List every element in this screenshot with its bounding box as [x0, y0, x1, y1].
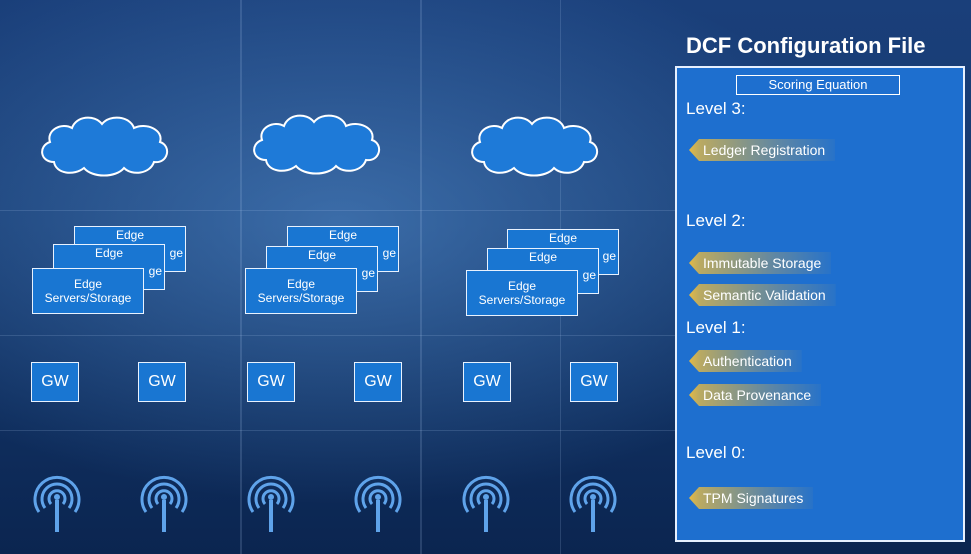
level-item-tag: Immutable Storage [689, 252, 832, 274]
edge-box-label: ge [361, 266, 375, 280]
edge-box-label: Edge [548, 231, 578, 245]
gateway-box: GW [138, 362, 186, 402]
antenna-icon [140, 475, 188, 532]
background-line [240, 0, 242, 554]
level-item-tag: Data Provenance [689, 384, 822, 406]
antenna-icon [247, 475, 295, 532]
edge-box-label: Edge [94, 246, 124, 260]
edge-server-box: Edge Servers/Storage [245, 268, 357, 314]
level-item-tag: Authentication [689, 350, 802, 372]
cloud-icon [41, 116, 169, 177]
antenna-icon [462, 475, 510, 532]
gateway-box: GW [247, 362, 295, 402]
antenna-icon [33, 475, 81, 532]
edge-box-label: Edge [286, 277, 316, 291]
gateway-box: GW [570, 362, 618, 402]
gateway-box: GW [354, 362, 402, 402]
level-heading: Level 3: [686, 99, 746, 118]
antenna-icon [569, 475, 617, 532]
edge-box-label: Servers/Storage [44, 291, 132, 305]
scoring-equation-box: Scoring Equation [736, 75, 900, 95]
edge-box-label: Servers/Storage [478, 293, 566, 307]
gateway-box: GW [31, 362, 79, 402]
gateway-box: GW [463, 362, 511, 402]
antenna-icon [354, 475, 402, 532]
edge-box-label: ge [169, 246, 183, 260]
panel-title: DCF Configuration File [686, 33, 926, 58]
level-item-tag: Semantic Validation [689, 284, 836, 306]
edge-box-label: Edge [115, 228, 145, 242]
level-item-tag: Ledger Registration [689, 139, 836, 161]
background-line [0, 335, 680, 336]
level-item-tag: TPM Signatures [689, 487, 814, 509]
edge-box-label: Edge [528, 250, 558, 264]
edge-box-label: ge [382, 246, 396, 260]
background-line [0, 430, 680, 431]
edge-box-label: Edge [307, 248, 337, 262]
edge-box-label: ge [582, 268, 596, 282]
edge-server-box: Edge Servers/Storage [32, 268, 144, 314]
edge-box-label: ge [148, 264, 162, 278]
edge-server-box: Edge Servers/Storage [466, 270, 578, 316]
background-line [420, 0, 422, 554]
level-heading: Level 1: [686, 318, 746, 337]
edge-box-label: Edge [328, 228, 358, 242]
cloud-icon [471, 116, 599, 177]
edge-box-label: Edge [73, 277, 103, 291]
cloud-icon [253, 114, 381, 175]
background-line [0, 210, 680, 211]
level-heading: Level 0: [686, 443, 746, 462]
level-heading: Level 2: [686, 211, 746, 230]
config-file-panel: Scoring Equation Level 3: Ledger Registr… [675, 66, 965, 542]
edge-box-label: ge [602, 249, 616, 263]
edge-box-label: Servers/Storage [257, 291, 345, 305]
edge-box-label: Edge [507, 279, 537, 293]
